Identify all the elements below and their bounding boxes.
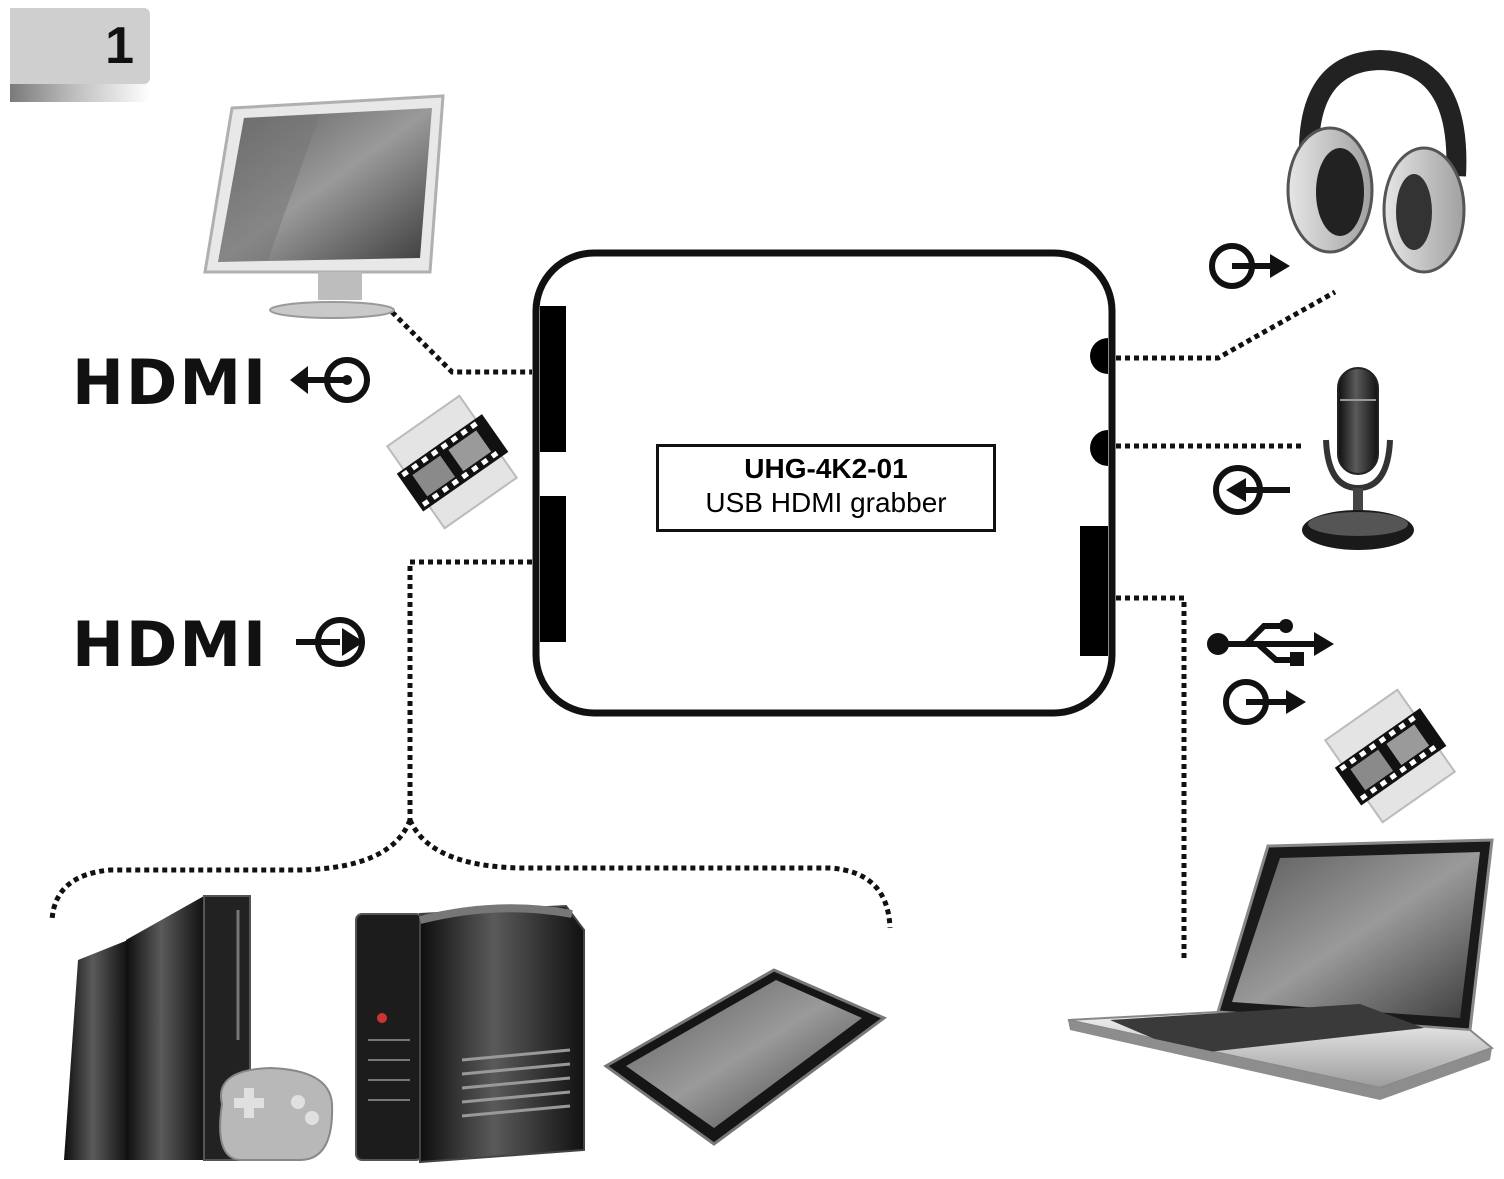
headphones-icon <box>1286 49 1467 274</box>
video-file-icon <box>1323 688 1457 824</box>
monitor-icon <box>203 94 445 319</box>
line-sources-left <box>49 819 413 921</box>
usb-out-arrow-icon <box>1223 679 1306 725</box>
line-headphones <box>1116 289 1337 361</box>
line-laptop <box>1116 595 1187 960</box>
mic-in-arrow-icon <box>1213 465 1290 515</box>
device-label: UHG-4K2-01 USB HDMI grabber <box>656 444 996 532</box>
laptop-icon <box>1067 838 1495 1100</box>
line-sources <box>407 559 532 820</box>
device-model: UHG-4K2-01 <box>744 453 908 484</box>
mic-in-jack <box>1090 430 1108 466</box>
tablet-icon <box>603 968 887 1146</box>
usb-port <box>1080 526 1108 656</box>
video-file-icon <box>385 394 519 530</box>
hdmi-in-port <box>540 306 566 452</box>
hdmi-out-port <box>540 496 566 642</box>
hdmi-output-logo: HDMI <box>72 608 268 681</box>
game-console-icon <box>64 895 334 1161</box>
audio-out-arrow-icon <box>1209 243 1290 289</box>
line-monitor <box>390 310 532 375</box>
desktop-pc-icon <box>355 904 585 1164</box>
hdmi-input-logo: HDMI <box>72 346 268 419</box>
device-description: USB HDMI grabber <box>705 487 947 518</box>
audio-out-jack <box>1090 338 1108 374</box>
step-badge-shadow <box>10 84 150 102</box>
step-badge <box>10 8 150 84</box>
usb-icon <box>1207 619 1334 666</box>
microphone-icon <box>1302 367 1414 550</box>
output-arrow-icon <box>296 617 365 667</box>
line-sources-right <box>407 818 893 929</box>
step-number: 1 <box>105 17 134 75</box>
input-arrow-icon <box>290 357 370 403</box>
connection-lines <box>49 289 1337 960</box>
